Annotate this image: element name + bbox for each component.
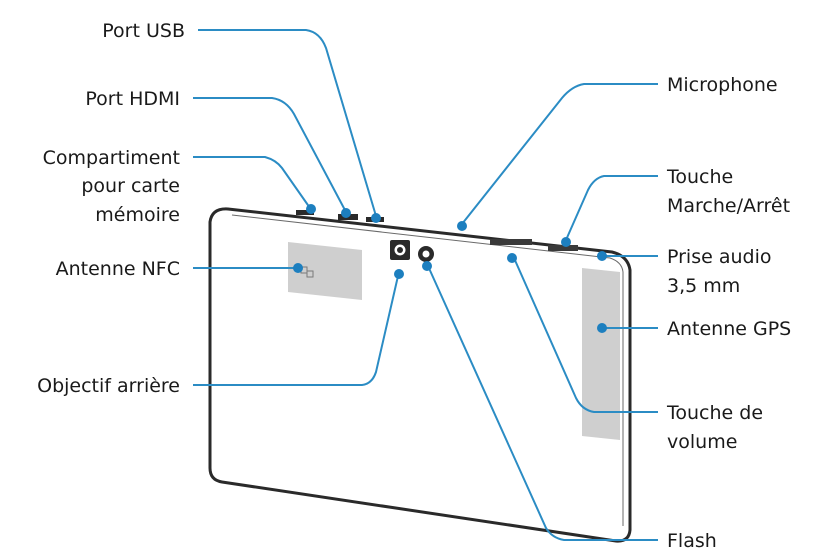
dot-port-usb bbox=[371, 213, 381, 223]
label-port-usb: Port USB bbox=[102, 20, 185, 42]
leader-touche-marche bbox=[565, 175, 658, 241]
gps-antenna-patch bbox=[582, 268, 620, 440]
label-touche-marche-line1: Touche bbox=[666, 166, 733, 188]
label-touche-marche-line2: Marche/Arrêt bbox=[667, 195, 790, 217]
dot-touche-volume bbox=[507, 253, 517, 263]
nfc-antenna-patch bbox=[288, 242, 362, 300]
label-objectif-arriere: Objectif arrière bbox=[37, 375, 180, 397]
label-microphone: Microphone bbox=[667, 74, 778, 96]
dot-antenne-gps bbox=[597, 323, 607, 333]
leader-port-usb bbox=[198, 29, 377, 217]
label-prise-audio-line2: 3,5 mm bbox=[667, 275, 740, 297]
label-compartiment-line3: mémoire bbox=[95, 204, 180, 226]
label-compartiment-line2: pour carte bbox=[81, 175, 180, 197]
dot-prise-audio bbox=[597, 251, 607, 261]
tablet-inner-edge bbox=[231, 214, 624, 526]
label-touche-volume-line1: Touche de bbox=[666, 402, 763, 424]
power-key bbox=[548, 245, 578, 251]
flash-icon bbox=[418, 246, 434, 262]
left-labels: Port USB Port HDMI Compartiment pour car… bbox=[37, 20, 185, 397]
dot-compartiment bbox=[306, 204, 316, 214]
memory-card-slot bbox=[296, 210, 314, 215]
dot-antenne-nfc bbox=[293, 263, 303, 273]
leader-objectif bbox=[193, 275, 399, 386]
label-antenne-gps: Antenne GPS bbox=[667, 318, 791, 340]
nfc-antenna bbox=[288, 242, 362, 300]
leader-touche-volume bbox=[513, 257, 658, 413]
dot-port-hdmi bbox=[341, 208, 351, 218]
leader-compartiment bbox=[193, 156, 311, 209]
leader-lines bbox=[193, 29, 658, 541]
label-compartiment-line1: Compartiment bbox=[43, 147, 180, 169]
label-flash: Flash bbox=[667, 530, 717, 550]
dot-objectif bbox=[394, 269, 404, 279]
volume-key bbox=[490, 239, 532, 245]
leader-flash bbox=[427, 265, 658, 541]
callout-dots bbox=[293, 204, 607, 333]
label-port-hdmi: Port HDMI bbox=[85, 88, 180, 110]
dot-flash bbox=[422, 261, 432, 271]
leader-microphone bbox=[461, 83, 658, 225]
camera-icon bbox=[390, 240, 410, 260]
label-prise-audio-line1: Prise audio bbox=[667, 246, 772, 268]
dot-microphone bbox=[457, 221, 467, 231]
leader-port-hdmi bbox=[193, 97, 347, 213]
dot-touche-marche bbox=[561, 237, 571, 247]
label-antenne-nfc: Antenne NFC bbox=[56, 258, 180, 280]
right-labels: Microphone Touche Marche/Arrêt Prise aud… bbox=[666, 74, 791, 550]
label-touche-volume-line2: volume bbox=[667, 431, 737, 453]
